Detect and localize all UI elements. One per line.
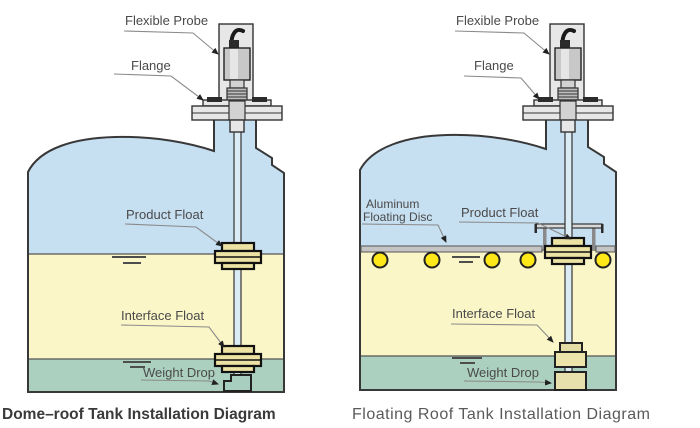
- leader-flange: [463, 75, 540, 100]
- probe-assembly: [522, 23, 614, 133]
- flange-assembly: [191, 97, 283, 133]
- product-level-mark: [452, 256, 480, 263]
- flange-bolt: [207, 97, 222, 102]
- leader-weight-drop: [140, 379, 219, 385]
- flange-collar: [559, 100, 577, 121]
- leader-flexible-probe: [454, 30, 550, 55]
- weight-drop: [223, 374, 252, 392]
- float-ball: [519, 251, 537, 269]
- leader-interface-float: [120, 324, 225, 348]
- threaded-coupling: [557, 87, 579, 102]
- leader-flange: [113, 73, 204, 101]
- flange-collar: [228, 100, 246, 121]
- label-aluminum: Aluminum: [366, 197, 419, 211]
- product-layer: [360, 250, 616, 356]
- water-level-mark: [123, 361, 151, 368]
- nozzle-stub: [560, 119, 576, 133]
- leader-product-float: [124, 223, 223, 247]
- float-ball: [594, 251, 612, 269]
- transmitter-highlight: [230, 49, 238, 79]
- cable-gland: [560, 40, 570, 48]
- frame-leg: [543, 228, 547, 250]
- label-weight-drop: Weight Drop: [467, 365, 539, 380]
- label-floating-disc: Floating Disc: [363, 210, 432, 224]
- vapor-layer: [28, 115, 284, 254]
- weight-drop: [554, 371, 587, 391]
- leader-interface-float: [450, 323, 554, 343]
- leader-aluminum-disc: [361, 223, 447, 243]
- label-interface-float: Interface Float: [452, 306, 535, 321]
- leader-weight-drop: [463, 379, 552, 386]
- float-ball: [423, 251, 441, 269]
- dome-roof-tank-diagram: Flexible Probe Flange Product Float Inte…: [2, 13, 285, 423]
- label-interface-float: Interface Float: [121, 308, 204, 323]
- probe-neck: [229, 79, 245, 89]
- caption-dome-roof: Dome–roof Tank Installation Diagram: [2, 406, 276, 423]
- flange-bolt: [252, 97, 267, 102]
- product-float: [543, 236, 593, 266]
- cable-gland: [229, 40, 239, 48]
- interface-float: [213, 344, 263, 374]
- label-product-float: Product Float: [126, 207, 204, 222]
- leader-flexible-probe: [123, 30, 219, 55]
- probe-neck: [560, 79, 576, 89]
- probe-assembly: [191, 23, 283, 133]
- product-float: [213, 241, 263, 271]
- label-flange: Flange: [474, 58, 514, 73]
- label-product-float: Product Float: [461, 205, 539, 220]
- flange-bolt: [583, 97, 598, 102]
- float-ball: [483, 251, 501, 269]
- float-ball: [371, 251, 389, 269]
- label-flexible-probe: Flexible Probe: [456, 13, 539, 28]
- interface-float: [554, 342, 587, 368]
- nozzle-stub: [229, 119, 245, 133]
- flange-bolt: [538, 97, 553, 102]
- threaded-coupling: [226, 87, 248, 102]
- flange-assembly: [522, 97, 614, 133]
- disc-float-balls: [371, 251, 612, 269]
- floating-roof-tank-diagram: Flexible Probe Flange Aluminum Floating …: [352, 13, 650, 423]
- leader-product-float: [458, 221, 572, 240]
- caption-floating-roof: Floating Roof Tank Installation Diagram: [352, 406, 650, 423]
- vapor-layer: [360, 115, 616, 250]
- label-flexible-probe: Flexible Probe: [125, 13, 208, 28]
- frame-leg: [592, 228, 596, 250]
- water-level-mark: [452, 357, 482, 364]
- label-flange: Flange: [131, 58, 171, 73]
- label-weight-drop: Weight Drop: [143, 365, 215, 380]
- product-level-mark: [112, 256, 146, 264]
- transmitter-highlight: [561, 49, 569, 79]
